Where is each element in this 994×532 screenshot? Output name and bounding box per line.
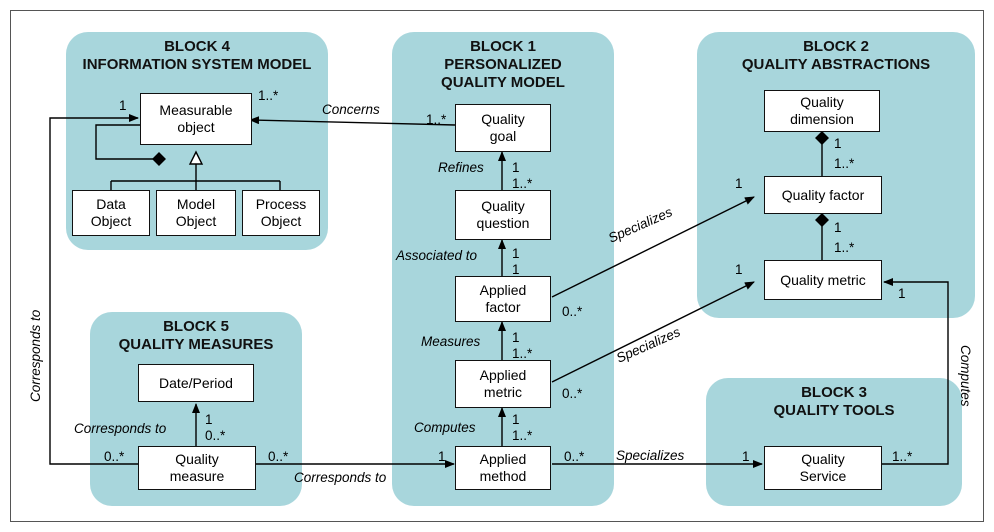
mult-metric-many: 0..* bbox=[562, 386, 583, 401]
mult-method-many-up: 1..* bbox=[512, 428, 533, 443]
block-2-title: BLOCK 2 QUALITY ABSTRACTIONS bbox=[741, 38, 931, 73]
mult-goal-many: 1..* bbox=[426, 112, 447, 127]
label-specializes-service: Specializes bbox=[616, 448, 685, 463]
mult-measure-many-right: 0..* bbox=[268, 449, 289, 464]
mult-question-one: 1 bbox=[512, 246, 520, 261]
mult-factor-one: 1 bbox=[512, 262, 520, 277]
applied-metric-box[interactable]: Applied metric bbox=[455, 360, 551, 408]
mult-goal-one: 1 bbox=[512, 160, 520, 175]
mult-mo-many: 1..* bbox=[258, 88, 279, 103]
mult-dim-one: 1 bbox=[834, 136, 842, 151]
mult-factor-many: 0..* bbox=[562, 304, 583, 319]
block-5-title: BLOCK 5 QUALITY MEASURES bbox=[118, 318, 274, 353]
mult-service-one: 1 bbox=[742, 449, 750, 464]
mult-metric-many-up: 1..* bbox=[512, 346, 533, 361]
quality-metric-box[interactable]: Quality metric bbox=[764, 260, 882, 300]
block-4-title: BLOCK 4 INFORMATION SYSTEM MODEL bbox=[82, 38, 312, 73]
mult-method-one-left: 1 bbox=[438, 449, 446, 464]
label-corresponds-to-date: Corresponds to bbox=[74, 421, 167, 436]
mult-mo-one: 1 bbox=[119, 98, 127, 113]
label-associated-to: Associated to bbox=[396, 248, 478, 263]
mult-date-one: 1 bbox=[205, 412, 213, 427]
measurable-object-box[interactable]: Measurable object bbox=[140, 93, 252, 145]
mult-qm-one-left: 1 bbox=[735, 262, 743, 277]
date-period-box[interactable]: Date/Period bbox=[138, 364, 254, 402]
mult-date-many: 0..* bbox=[205, 428, 226, 443]
block-3-title: BLOCK 3 QUALITY TOOLS bbox=[773, 384, 895, 419]
mult-service-many: 1..* bbox=[892, 449, 913, 464]
process-object-box[interactable]: Process Object bbox=[242, 190, 320, 236]
mult-qf-many: 1..* bbox=[834, 156, 855, 171]
quality-dimension-box[interactable]: Quality dimension bbox=[764, 90, 880, 132]
mult-metric-one-down: 1 bbox=[512, 412, 520, 427]
label-refines: Refines bbox=[438, 160, 484, 175]
mult-measure-many-left: 0..* bbox=[104, 449, 125, 464]
mult-qf-one-below: 1 bbox=[834, 220, 842, 235]
block-1-title: BLOCK 1 PERSONALIZED QUALITY MODEL bbox=[441, 38, 565, 91]
mult-method-many-right: 0..* bbox=[564, 449, 585, 464]
mult-qm-one-right: 1 bbox=[898, 286, 906, 301]
label-computes-right: Computes bbox=[958, 345, 973, 407]
label-corresponds-to-method: Corresponds to bbox=[294, 470, 387, 485]
quality-goal-box[interactable]: Quality goal bbox=[455, 104, 551, 152]
mult-qm-many: 1..* bbox=[834, 240, 855, 255]
label-computes-left: Computes bbox=[414, 420, 476, 435]
label-concerns: Concerns bbox=[322, 102, 380, 117]
applied-factor-box[interactable]: Applied factor bbox=[455, 276, 551, 322]
quality-question-box[interactable]: Quality question bbox=[455, 190, 551, 240]
mult-qf-one-left: 1 bbox=[735, 176, 743, 191]
applied-method-box[interactable]: Applied method bbox=[455, 446, 551, 490]
data-object-box[interactable]: Data Object bbox=[72, 190, 150, 236]
label-measures: Measures bbox=[421, 334, 481, 349]
model-object-box[interactable]: Model Object bbox=[156, 190, 236, 236]
quality-factor-box[interactable]: Quality factor bbox=[764, 176, 882, 214]
mult-metric-one: 1 bbox=[512, 330, 520, 345]
label-corresponds-to-vertical: Corresponds to bbox=[28, 309, 43, 402]
mult-question-many: 1..* bbox=[512, 176, 533, 191]
quality-service-box[interactable]: Quality Service bbox=[764, 446, 882, 490]
quality-measure-box[interactable]: Quality measure bbox=[138, 446, 256, 490]
